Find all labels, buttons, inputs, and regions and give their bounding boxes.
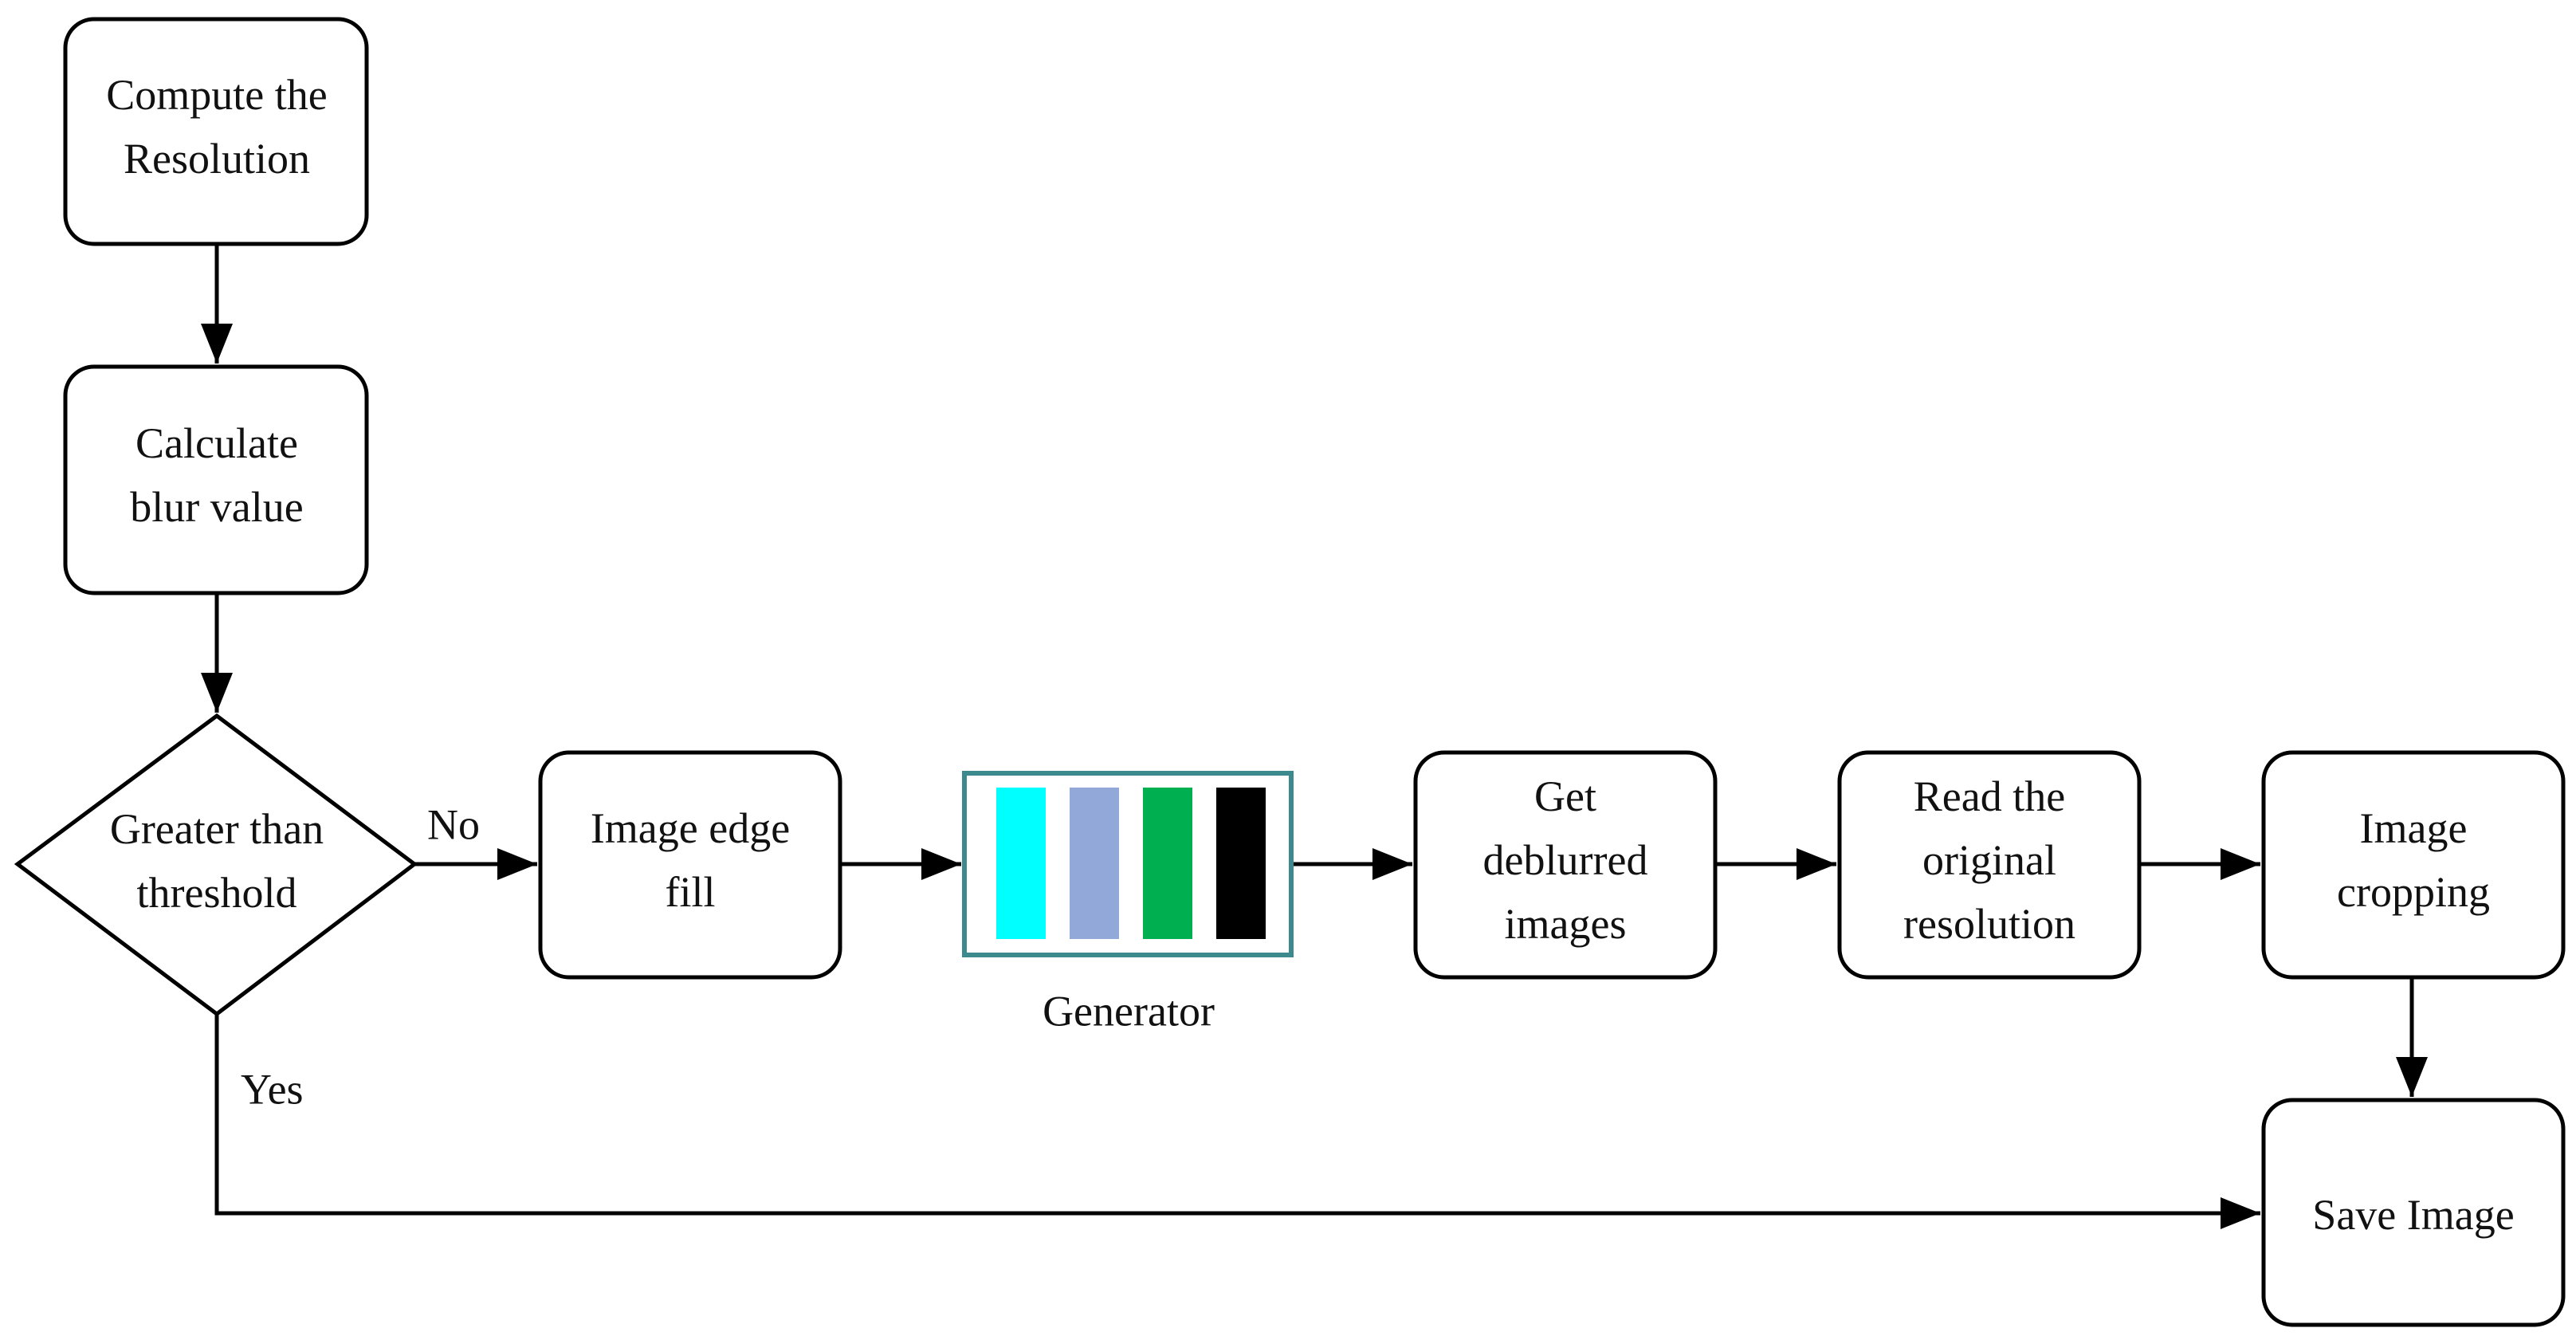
node-threshold-decision: Greater than threshold: [14, 713, 418, 1017]
node-calculate-blur: Calculate blur value: [63, 364, 369, 595]
text-line: Compute the: [106, 71, 327, 119]
text-line: deblurred: [1483, 836, 1648, 884]
text-line: resolution: [1903, 900, 2075, 948]
text-line: Calculate: [135, 419, 298, 467]
node-get-deblurred: Get deblurred images: [1413, 750, 1718, 980]
text-line: Image edge: [591, 804, 790, 852]
node-save-image: Save Image: [2261, 1098, 2566, 1327]
generator-bar-2: [1070, 788, 1119, 939]
edge-label-yes: Yes: [241, 1065, 304, 1113]
node-generator: Generator: [962, 771, 1294, 1035]
edge-threshold-yes-to-save: [214, 1014, 2260, 1229]
text-line: images: [1505, 900, 1627, 948]
text-line: Image: [2360, 804, 2468, 852]
node-calculate-blur-text: Calculate blur value: [130, 419, 303, 531]
node-cropping: Image cropping: [2261, 750, 2566, 980]
node-edge-fill: Image edge fill: [538, 750, 842, 980]
generator-label: Generator: [1043, 987, 1215, 1035]
edges: [201, 244, 2428, 1229]
text-line: Read the: [1914, 772, 2065, 820]
generator-bar-4: [1216, 788, 1266, 939]
text-line: cropping: [2337, 868, 2490, 916]
node-cropping-text: Image cropping: [2337, 804, 2490, 916]
text-line: Save Image: [2312, 1191, 2514, 1239]
text-line: original: [1922, 836, 2056, 884]
generator-bar-3: [1143, 788, 1192, 939]
text-line: blur value: [130, 483, 303, 531]
node-get-deblurred-text: Get deblurred images: [1483, 772, 1648, 948]
node-threshold-decision-text: Greater than threshold: [110, 805, 324, 917]
node-save-image-text: Save Image: [2312, 1191, 2514, 1239]
text-line: fill: [666, 868, 716, 916]
text-line: Greater than: [110, 805, 324, 853]
edge-label-no: No: [427, 800, 480, 848]
node-read-original: Read the original resolution: [1837, 750, 2142, 980]
node-read-original-text: Read the original resolution: [1903, 772, 2075, 948]
text-line: Resolution: [124, 135, 310, 183]
text-line: threshold: [137, 869, 297, 917]
node-edge-fill-text: Image edge fill: [591, 804, 790, 916]
text-line: Get: [1534, 772, 1596, 820]
generator-bar-1: [996, 788, 1046, 939]
